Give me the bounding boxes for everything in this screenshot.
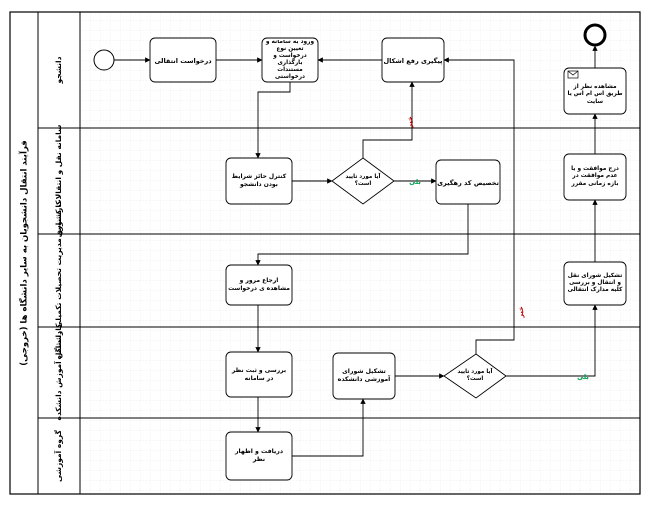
lane-transfer-unit: سامانه نقل و انتقالات کشوری bbox=[54, 125, 63, 238]
task-label: بررسی و ثبت نظر در سامانه bbox=[231, 366, 287, 382]
task-box[interactable] bbox=[563, 67, 627, 115]
task-label-container: ارجاع مرور و مشاهده ی درخواست bbox=[228, 277, 290, 292]
task-label-container: تشکیل شورای آموزشی دانشکده bbox=[337, 367, 391, 383]
task-label-container: ورود به سامانه و تعیین نوع درخواست و بار… bbox=[265, 40, 315, 80]
task-label: تخصیص کد رهگیری bbox=[437, 179, 499, 187]
task-box[interactable] bbox=[225, 157, 293, 205]
task-label: ورود به سامانه و تعیین نوع درخواست و بار… bbox=[265, 40, 315, 80]
lane-faculty-education: کارشناس آموزش دانشکده bbox=[53, 323, 63, 421]
decision-label: آیا مورد تایید است؟ bbox=[345, 174, 381, 187]
task-label-container: کنترل حائز شرایط بودن دانشجو bbox=[231, 173, 287, 188]
end-event[interactable] bbox=[583, 23, 607, 47]
edges bbox=[114, 45, 598, 457]
label-no-2: خیر bbox=[517, 306, 525, 319]
start-event-circle[interactable] bbox=[93, 49, 115, 71]
edge-labels: خیر بلی خیر بلی bbox=[406, 116, 589, 381]
task-label-container: دریافت و اظهار نظر bbox=[234, 447, 284, 463]
task-box[interactable] bbox=[225, 351, 293, 398]
task-label: ارجاع مرور و مشاهده ی درخواست bbox=[228, 277, 290, 292]
task-label-container: مشاهده نظر از طریق اس ام اس یا سایت bbox=[567, 84, 623, 105]
lane-student: دانشجو bbox=[54, 56, 63, 84]
lane-label-transfer-unit: سامانه نقل و انتقالات کشوری bbox=[54, 125, 63, 238]
decision-gateway[interactable] bbox=[331, 157, 395, 205]
task-label: کنترل حائز شرایط بودن دانشجو bbox=[231, 173, 287, 188]
node-review-and-register[interactable]: بررسی و ثبت نظر در سامانه bbox=[225, 351, 293, 398]
pool: فرآیند انتقال دانشجویان به سایر دانشگاه … bbox=[9, 11, 641, 495]
task-label: تشکیل شورای آموزشی دانشکده bbox=[337, 367, 391, 383]
task-box[interactable] bbox=[563, 153, 627, 201]
node-system-entry[interactable]: ورود به سامانه و تعیین نوع درخواست و بار… bbox=[261, 37, 319, 83]
node-view-result[interactable]: مشاهده نظر از طریق اس ام اس یا سایت bbox=[563, 67, 627, 115]
envelope-icon bbox=[567, 70, 579, 79]
task-label: تشکیل شورای نقل و انتقال و بررسی کلیه مد… bbox=[567, 272, 623, 294]
lanes: دانشجو سامانه نقل و انتقالات کشوری کارشن… bbox=[38, 56, 640, 482]
pool-title: فرآیند انتقال دانشجویان به سایر دانشگاه … bbox=[18, 140, 30, 365]
task-label-container: بررسی و ثبت نظر در سامانه bbox=[231, 366, 287, 382]
node-council-review[interactable]: تشکیل شورای نقل و انتقال و بررسی کلیه مد… bbox=[563, 261, 627, 306]
end-event-circle[interactable] bbox=[583, 23, 607, 47]
node-follow-up[interactable]: پیگیری رفع اشکال bbox=[381, 37, 445, 83]
edge-decision2-yes-to-transfercouncil bbox=[506, 304, 598, 377]
edge-receive-to-council bbox=[292, 398, 366, 457]
task-box[interactable] bbox=[149, 37, 217, 83]
task-label-container: درج موافقت و یا عدم موافقت در بازه زمانی… bbox=[571, 166, 619, 187]
task-box[interactable] bbox=[435, 159, 501, 205]
node-assign-tracking-code[interactable]: تخصیص کد رهگیری bbox=[435, 159, 501, 205]
node-refer-to-faculty[interactable]: ارجاع مرور و مشاهده ی درخواست bbox=[225, 264, 293, 306]
decision-label-container: آیا مورد تایید است؟ bbox=[457, 369, 493, 382]
lane-label-faculty-education: کارشناس آموزش دانشکده bbox=[53, 323, 63, 421]
label-yes-1: بلی bbox=[409, 178, 421, 186]
task-box[interactable] bbox=[332, 352, 396, 400]
task-label: مشاهده نظر از طریق اس ام اس یا سایت bbox=[567, 84, 623, 105]
task-box[interactable] bbox=[563, 261, 627, 306]
task-box[interactable] bbox=[381, 37, 445, 83]
node-transfer-request[interactable]: درخواست انتقالی bbox=[149, 37, 217, 83]
task-box[interactable] bbox=[225, 431, 293, 481]
edge-decision1-no-to-followup bbox=[362, 81, 415, 158]
task-box[interactable] bbox=[225, 264, 293, 306]
edge-tracking-to-refer bbox=[255, 204, 469, 266]
edge-entry-to-check bbox=[255, 82, 291, 159]
start-event[interactable] bbox=[93, 49, 115, 71]
decision-label: آیا مورد تایید است؟ bbox=[457, 369, 493, 382]
node-record-approval[interactable]: درج موافقت و یا عدم موافقت در بازه زمانی… bbox=[563, 153, 627, 201]
node-is-approved-2[interactable]: آیا مورد تایید است؟ bbox=[443, 353, 507, 399]
task-label: پیگیری رفع اشکال bbox=[384, 57, 443, 65]
decision-label-container: آیا مورد تایید است؟ bbox=[345, 174, 381, 187]
lane-department: گروه آموزشی bbox=[53, 429, 63, 482]
lane-label-student: دانشجو bbox=[54, 56, 63, 84]
task-label: درج موافقت و یا عدم موافقت در بازه زمانی… bbox=[571, 166, 619, 187]
task-label: دریافت و اظهار نظر bbox=[234, 447, 284, 463]
decision-gateway[interactable] bbox=[443, 353, 507, 399]
node-faculty-council[interactable]: تشکیل شورای آموزشی دانشکده bbox=[332, 352, 396, 400]
task-box[interactable] bbox=[261, 37, 319, 83]
lane-graduate-admin: کارشناس مدیریت تحصیلات تکمیلی دانشگاه bbox=[54, 200, 63, 360]
task-label: درخواست انتقالی bbox=[154, 57, 212, 65]
pool-border bbox=[9, 11, 641, 495]
node-check-conditions[interactable]: کنترل حائز شرایط بودن دانشجو bbox=[225, 157, 293, 205]
node-is-approved-1[interactable]: آیا مورد تایید است؟ bbox=[331, 157, 395, 205]
task-label-container: تشکیل شورای نقل و انتقال و بررسی کلیه مد… bbox=[567, 272, 623, 294]
label-no-1: خیر bbox=[406, 116, 414, 129]
edge-decision2-no-to-followup bbox=[443, 57, 515, 354]
node-receive-opinion[interactable]: دریافت و اظهار نظر bbox=[225, 431, 293, 481]
label-yes-2: بلی bbox=[577, 373, 589, 381]
grid-background bbox=[80, 12, 640, 494]
lane-label-graduate-admin: کارشناس مدیریت تحصیلات تکمیلی دانشگاه bbox=[54, 200, 63, 360]
lane-label-department: گروه آموزشی bbox=[53, 429, 63, 482]
